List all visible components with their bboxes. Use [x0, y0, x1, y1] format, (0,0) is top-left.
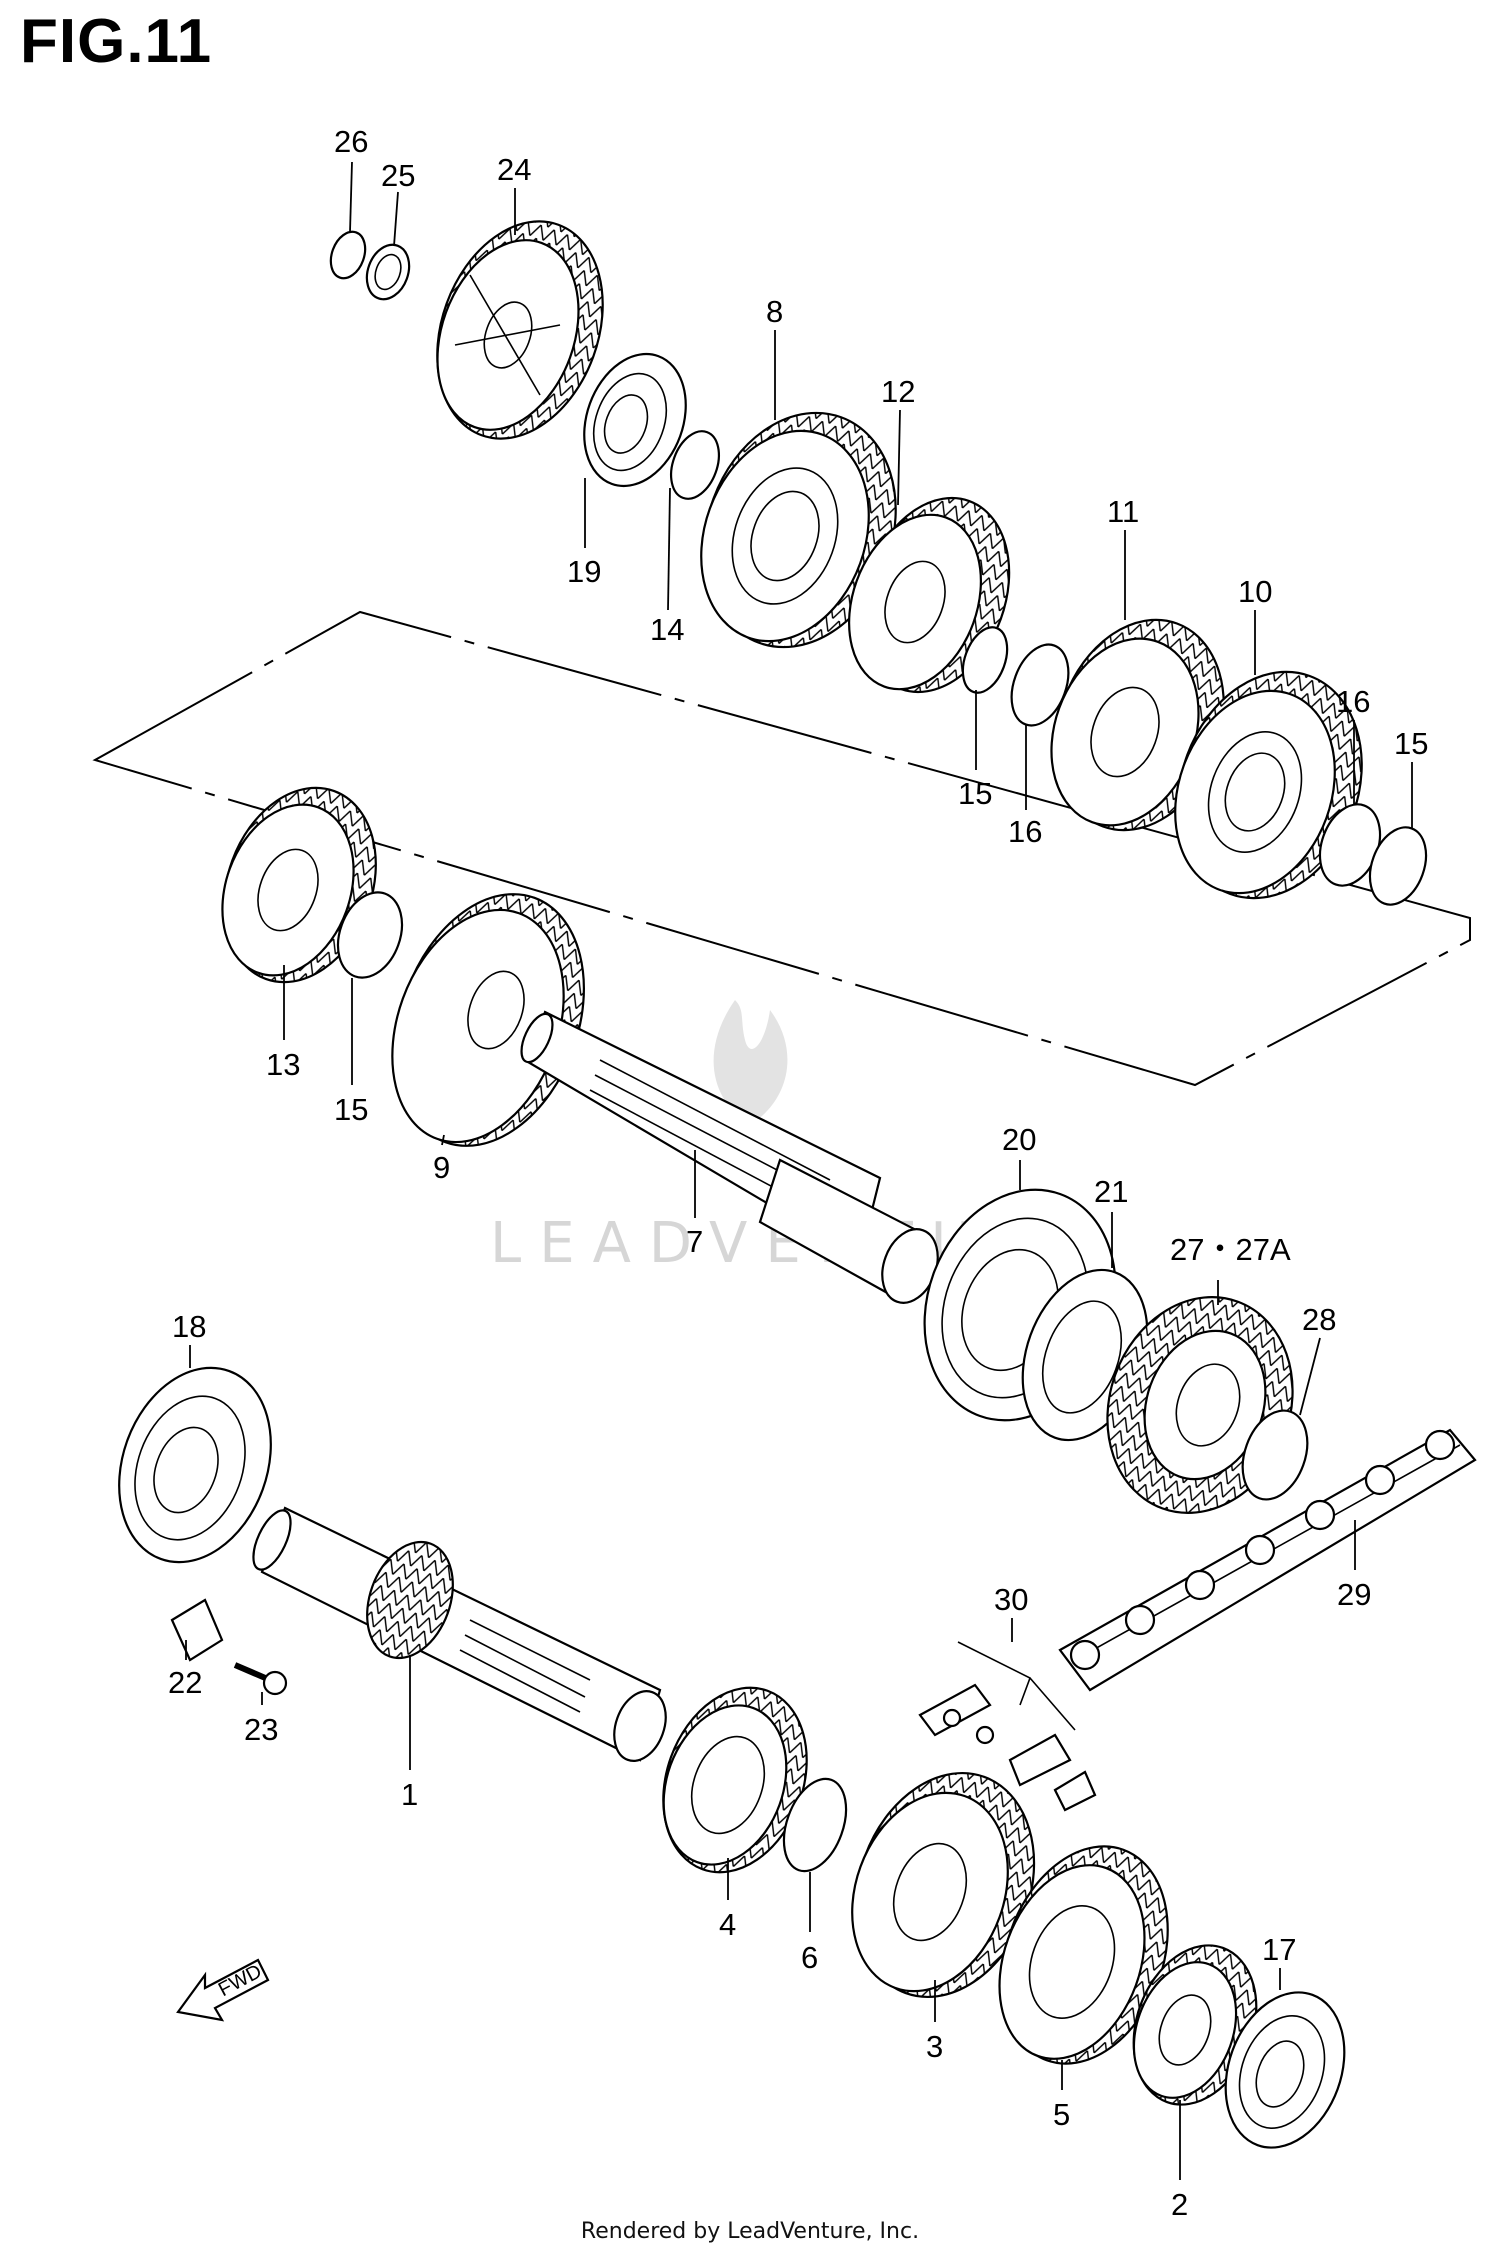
- callout-19: 19: [567, 554, 601, 589]
- part-28-circlip: [1241, 1409, 1309, 1501]
- callout-10: 10: [1238, 574, 1272, 609]
- callout-16-upper: 16: [1008, 814, 1042, 849]
- watermark-flame-icon: [713, 1000, 788, 1125]
- part-5-gear: [998, 1845, 1169, 2065]
- part-6-circlip: [782, 1777, 848, 1873]
- callout-9: 9: [433, 1150, 450, 1185]
- part-29-drive-chain: [1058, 1428, 1477, 1692]
- callout-21: 21: [1094, 1174, 1128, 1209]
- part-9-gear: [391, 893, 585, 1147]
- part-25-washer: [365, 243, 411, 301]
- callout-1: 1: [401, 1777, 418, 1812]
- callout-11: 11: [1107, 494, 1139, 529]
- leader-lines: [185, 161, 1413, 2180]
- callout-30: 30: [994, 1582, 1028, 1617]
- callout-17: 17: [1262, 1932, 1296, 1967]
- callout-14: 14: [650, 612, 684, 647]
- callout-labels: 26 25 24 8 12 19 14 11 10 15 16 16 15 13…: [168, 124, 1428, 2222]
- part-24-gear: [436, 220, 604, 440]
- part-18-bearing: [118, 1366, 272, 1564]
- part-19-bearing: [583, 352, 687, 488]
- part-2-gear: [1132, 1944, 1258, 2106]
- part-26-circlip: [329, 230, 367, 280]
- callout-29: 29: [1337, 1577, 1371, 1612]
- part-13-gear: [221, 786, 377, 984]
- part-4-gear: [662, 1686, 808, 1874]
- callout-2: 2: [1171, 2187, 1188, 2222]
- callout-8: 8: [766, 294, 783, 329]
- callout-3: 3: [926, 2029, 943, 2064]
- part-15-circlip-left: [336, 891, 404, 979]
- callout-15-right: 15: [1394, 726, 1428, 761]
- part-10-gear: [1174, 670, 1363, 900]
- part-7-countershaft: [520, 1010, 939, 1304]
- part-23-screw: [233, 1662, 288, 1696]
- callout-15-left: 15: [334, 1092, 368, 1127]
- part-17-bearing: [1224, 1991, 1346, 2149]
- part-14-washer: [670, 430, 720, 500]
- callout-18: 18: [172, 1309, 206, 1344]
- part-15-circlip-right: [1368, 826, 1428, 906]
- countershaft-group-outline: [92, 610, 1471, 1087]
- callout-28: 28: [1302, 1302, 1336, 1337]
- callout-25: 25: [381, 158, 415, 193]
- callout-13: 13: [266, 1047, 300, 1082]
- fwd-arrow-icon: FWD: [176, 1958, 270, 2022]
- callout-26: 26: [334, 124, 368, 159]
- callout-27-27a: 27・27A: [1170, 1232, 1291, 1267]
- callout-12: 12: [881, 374, 915, 409]
- part-3-gear: [851, 1771, 1036, 1999]
- callout-4: 4: [719, 1907, 736, 1942]
- part-8-gear: [700, 411, 897, 649]
- callout-20: 20: [1002, 1122, 1036, 1157]
- callout-15-upper: 15: [958, 776, 992, 811]
- callout-24: 24: [497, 152, 531, 187]
- callout-7: 7: [686, 1224, 703, 1259]
- callout-22: 22: [168, 1665, 202, 1700]
- callout-23: 23: [244, 1712, 278, 1747]
- part-1-main-shaft: [252, 1506, 667, 1762]
- part-30-chain-joint: [918, 1641, 1097, 1812]
- callout-6: 6: [801, 1940, 818, 1975]
- callout-16-right: 16: [1336, 684, 1370, 719]
- part-22-bearing-retainer: [170, 1598, 224, 1662]
- callout-5: 5: [1053, 2097, 1070, 2132]
- part-15-circlip-upper: [961, 626, 1009, 694]
- footer-credit: Rendered by LeadVenture, Inc.: [580, 2219, 920, 2244]
- figure-title: FIG.11: [20, 7, 213, 76]
